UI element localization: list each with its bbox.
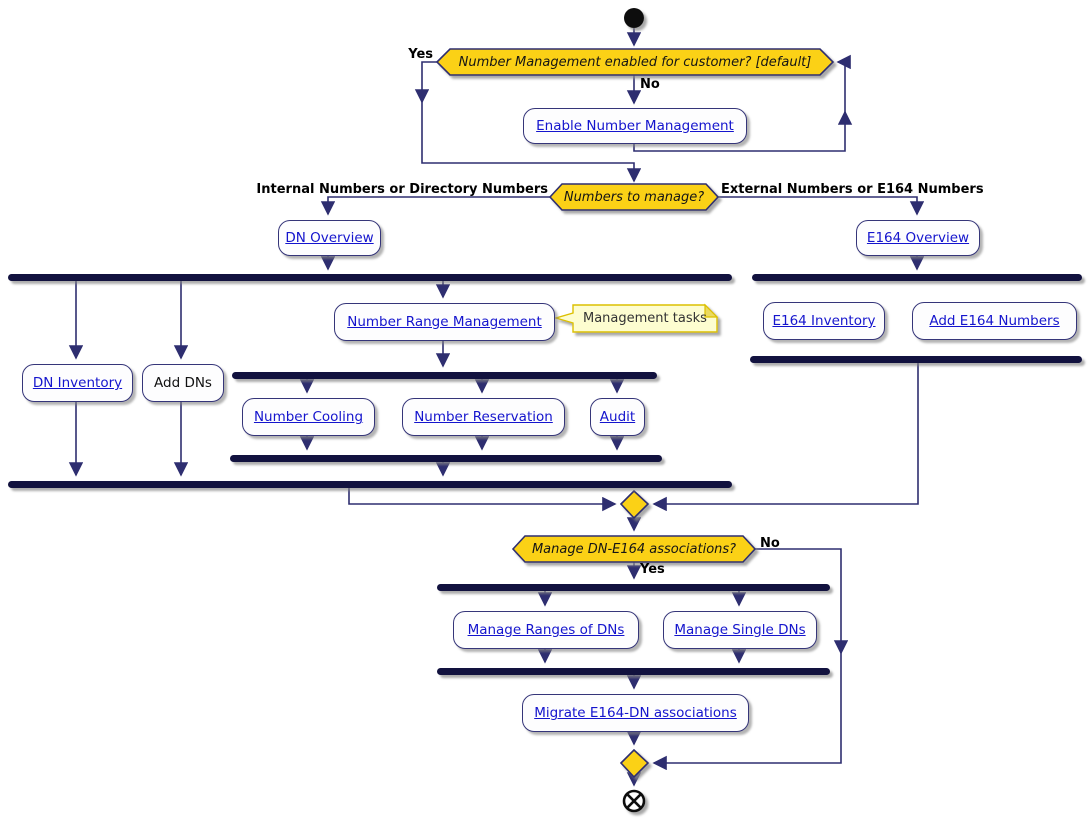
- dn-inventory-link[interactable]: DN Inventory: [32, 375, 123, 391]
- dn-inventory-action[interactable]: DN Inventory: [22, 364, 133, 402]
- manage-ranges-action[interactable]: Manage Ranges of DNs: [453, 611, 639, 649]
- join-bar-e164: [750, 356, 1082, 363]
- migrate-associations-action[interactable]: Migrate E164-DN associations: [522, 694, 749, 732]
- decision-associations-label: Manage DN-E164 associations?: [531, 541, 737, 557]
- end-node: [622, 789, 646, 813]
- add-dns-label: Add DNs: [154, 375, 212, 391]
- management-tasks-note: Management tasks: [583, 311, 707, 326]
- join-bar-dn: [8, 481, 732, 488]
- branch-external-numbers-label: External Numbers or E164 Numbers: [721, 182, 984, 197]
- fork-bar-dn: [8, 274, 732, 281]
- manage-ranges-link[interactable]: Manage Ranges of DNs: [467, 622, 625, 638]
- add-e164-numbers-link[interactable]: Add E164 Numbers: [929, 313, 1060, 329]
- audit-action[interactable]: Audit: [590, 398, 645, 436]
- add-dns-action: Add DNs: [142, 364, 224, 402]
- e164-overview-action[interactable]: E164 Overview: [856, 220, 980, 256]
- e164-inventory-link[interactable]: E164 Inventory: [772, 313, 876, 329]
- decision-enabled-hexagon: [435, 48, 835, 76]
- guard-yes-associations: Yes: [640, 562, 665, 577]
- manage-single-action[interactable]: Manage Single DNs: [663, 611, 817, 649]
- migrate-associations-link[interactable]: Migrate E164-DN associations: [534, 705, 737, 721]
- merge-diamond-top: [619, 489, 650, 520]
- number-cooling-action[interactable]: Number Cooling: [242, 398, 375, 436]
- fork-bar-range: [232, 372, 657, 379]
- enable-number-management-action[interactable]: Enable Number Management: [523, 108, 747, 144]
- manage-single-link[interactable]: Manage Single DNs: [674, 622, 806, 638]
- dn-overview-link[interactable]: DN Overview: [285, 230, 374, 246]
- decision-enabled-label: Number Management enabled for customer? …: [458, 54, 812, 70]
- e164-overview-link[interactable]: E164 Overview: [866, 230, 970, 246]
- flow-edges: [68, 28, 925, 787]
- decision-numbers-hexagon: [548, 183, 720, 211]
- join-bar-assoc: [437, 668, 830, 675]
- number-reservation-action[interactable]: Number Reservation: [402, 398, 565, 436]
- number-range-management-action[interactable]: Number Range Management: [334, 303, 555, 341]
- enable-number-management-link[interactable]: Enable Number Management: [536, 118, 734, 134]
- fork-bar-assoc: [437, 584, 830, 591]
- number-cooling-link[interactable]: Number Cooling: [253, 409, 364, 425]
- audit-link[interactable]: Audit: [599, 409, 636, 425]
- merge-diamond-bottom: [619, 748, 650, 779]
- decision-numbers-label: Numbers to manage?: [563, 189, 705, 205]
- guard-no-associations: No: [760, 536, 780, 551]
- decision-associations-hexagon: [511, 535, 757, 563]
- e164-inventory-action[interactable]: E164 Inventory: [763, 302, 885, 340]
- guard-yes-enabled: Yes: [408, 47, 433, 62]
- branch-internal-numbers-label: Internal Numbers or Directory Numbers: [256, 182, 548, 197]
- add-e164-numbers-action[interactable]: Add E164 Numbers: [912, 302, 1077, 340]
- join-bar-range: [230, 455, 662, 462]
- number-range-management-link[interactable]: Number Range Management: [347, 314, 542, 330]
- dn-overview-action[interactable]: DN Overview: [278, 220, 381, 256]
- guard-no-enabled: No: [640, 77, 660, 92]
- note-shape: [553, 303, 719, 333]
- number-reservation-link[interactable]: Number Reservation: [414, 409, 553, 425]
- start-node: [624, 8, 644, 28]
- fork-bar-e164: [752, 274, 1082, 281]
